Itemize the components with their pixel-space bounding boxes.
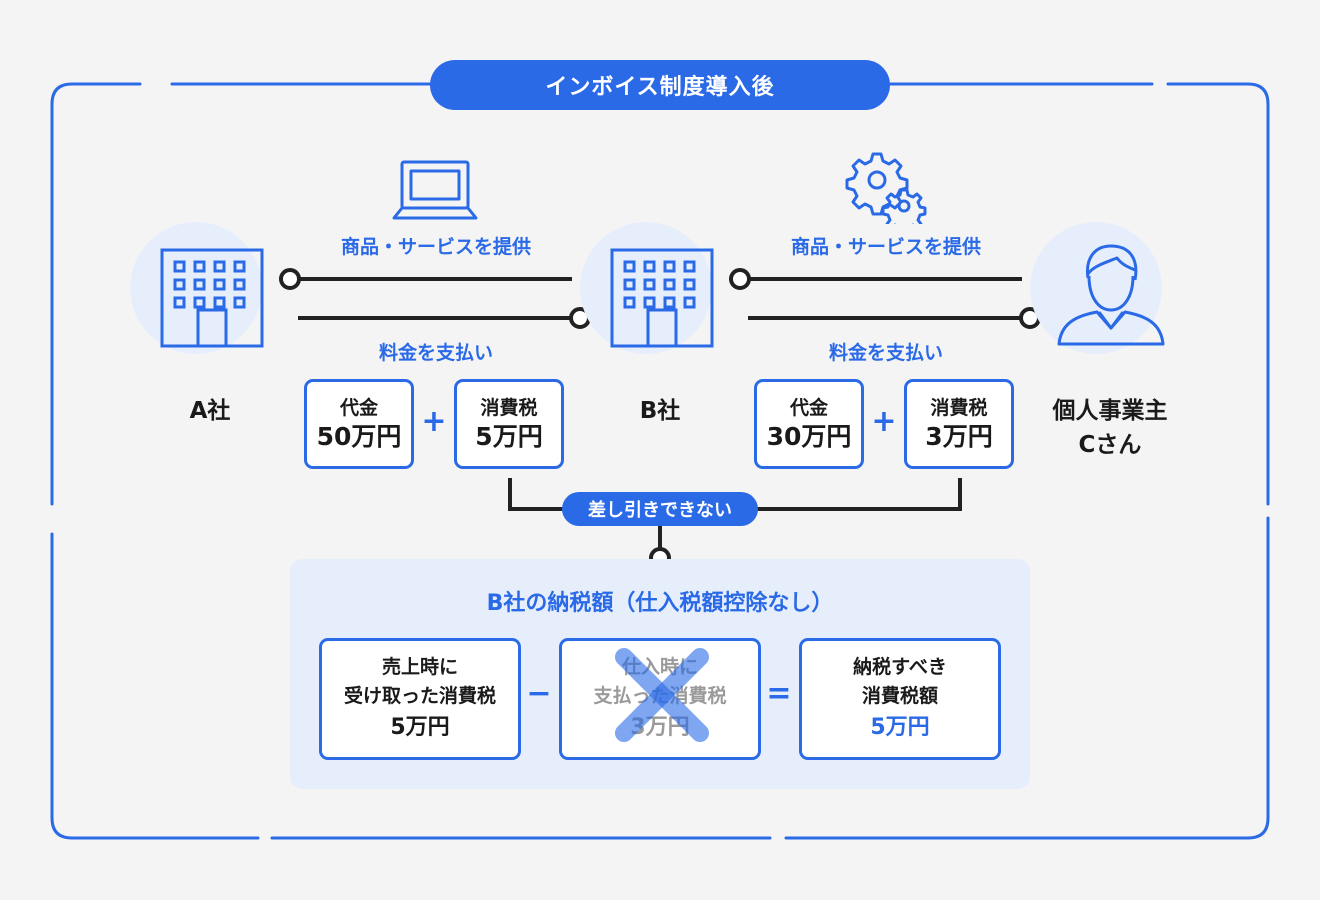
calc-line: 納税すべき — [853, 656, 947, 678]
calc-line: 受け取った消費税 — [343, 685, 496, 707]
calc-line: 売上時に — [381, 656, 458, 678]
payment-box-ab-price: 代金 50万円 — [304, 379, 414, 469]
person-c-circle — [1030, 222, 1162, 354]
flow-label-goods-bc: 商品・サービスを提供 — [790, 236, 981, 258]
payment-value: 30万円 — [766, 422, 852, 451]
cross-mark-icon — [615, 648, 709, 742]
payment-label: 代金 — [339, 397, 378, 419]
plus-sign: + — [421, 404, 447, 439]
payment-box-bc-tax: 消費税 3万円 — [904, 379, 1014, 469]
flow-label-payment-ab: 料金を支払い — [378, 342, 493, 364]
payment-value: 5万円 — [475, 422, 543, 451]
flow-label-goods-ab: 商品・サービスを提供 — [340, 236, 531, 258]
calc-value: 5万円 — [870, 715, 930, 740]
equals-sign: = — [766, 676, 792, 711]
payment-label: 消費税 — [930, 397, 988, 419]
payment-box-ab-tax: 消費税 5万円 — [454, 379, 564, 469]
gears-icon — [845, 152, 927, 224]
payment-value: 3万円 — [925, 422, 993, 451]
page-title: インボイス制度導入後 — [430, 60, 890, 110]
payment-label: 消費税 — [480, 397, 538, 419]
minus-sign: − — [526, 676, 552, 711]
tax-summary-title: B社の納税額（仕入税額控除なし） — [486, 591, 834, 616]
payable-tax-box: 納税すべき 消費税額 5万円 — [799, 638, 1001, 760]
payment-value: 50万円 — [316, 422, 402, 451]
party-label-c-line1: 個人事業主 — [1052, 398, 1168, 424]
party-label-b: B社 — [639, 398, 681, 424]
plus-sign: + — [871, 404, 897, 439]
sales-tax-box: 売上時に 受け取った消費税 5万円 — [319, 638, 521, 760]
payment-box-bc-price: 代金 30万円 — [754, 379, 864, 469]
outer-frame — [50, 82, 1270, 840]
person-icon — [1057, 244, 1165, 346]
calc-value: 5万円 — [390, 715, 450, 740]
flow-label-payment-bc: 料金を支払い — [828, 342, 943, 364]
calc-line: 消費税額 — [861, 685, 938, 707]
payment-label: 代金 — [789, 397, 828, 419]
building-icon — [610, 248, 714, 348]
building-icon — [160, 248, 264, 348]
flow-lines — [279, 268, 1041, 329]
laptop-icon — [392, 160, 478, 220]
cannot-deduct-badge: 差し引きできない — [562, 492, 758, 526]
party-label-c-line2: Cさん — [1078, 432, 1142, 458]
party-label-a: A社 — [189, 398, 231, 424]
party-label-c: 個人事業主 Cさん — [1010, 394, 1210, 462]
